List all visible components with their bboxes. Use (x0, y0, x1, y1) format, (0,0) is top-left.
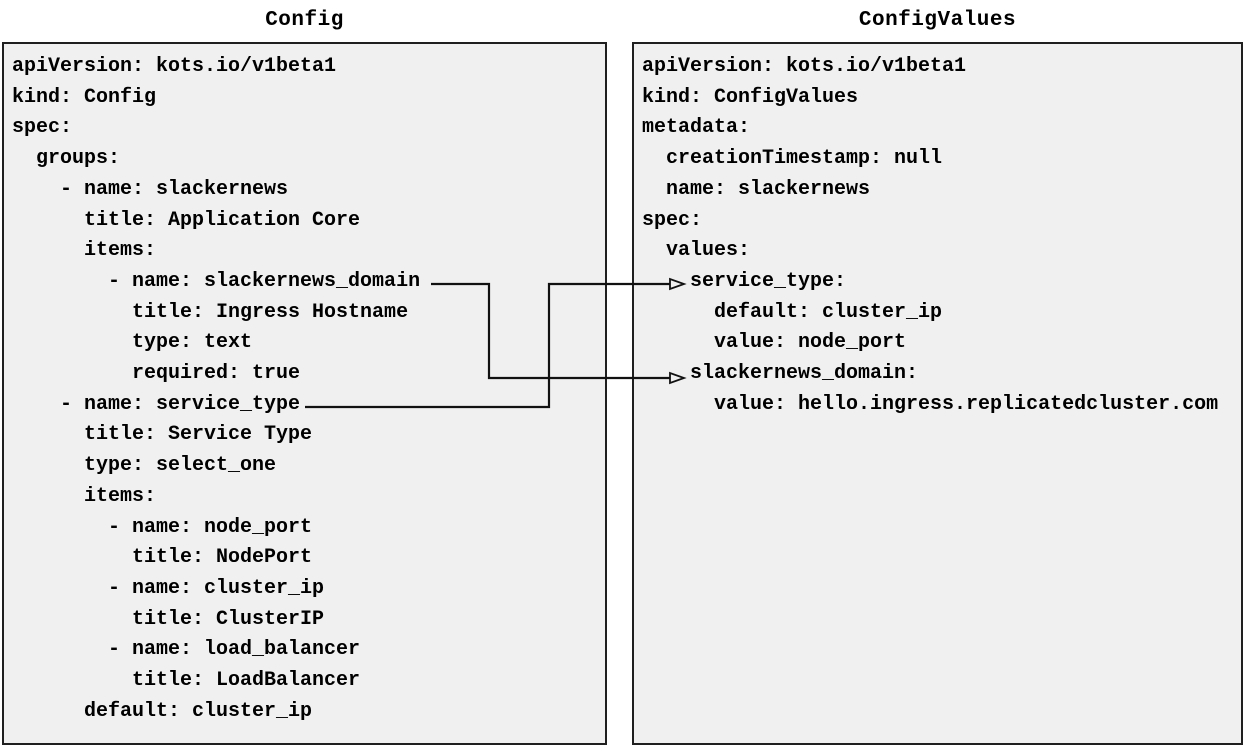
config-title: Config (265, 9, 344, 32)
configvalues-yaml-code: apiVersion: kots.io/v1beta1 kind: Config… (642, 55, 1219, 416)
config-panel: apiVersion: kots.io/v1beta1 kind: Config… (2, 42, 607, 745)
configvalues-panel: apiVersion: kots.io/v1beta1 kind: Config… (632, 42, 1243, 745)
config-yaml-code: apiVersion: kots.io/v1beta1 kind: Config… (12, 55, 421, 723)
configvalues-title: ConfigValues (858, 9, 1017, 32)
